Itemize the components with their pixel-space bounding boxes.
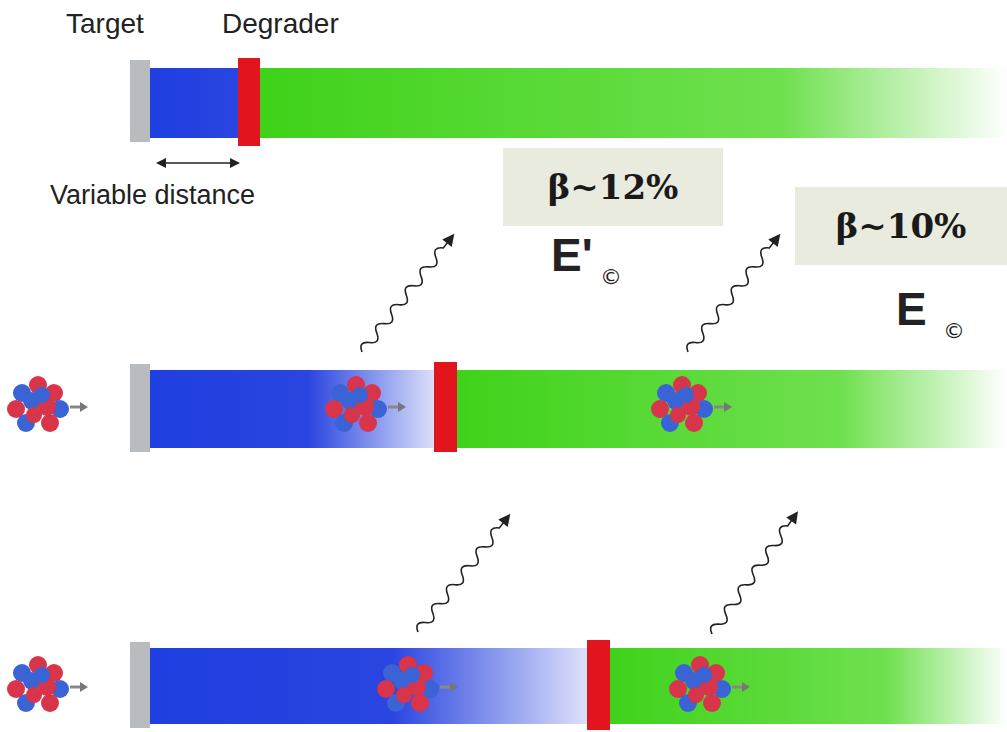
energy-subscript: © (943, 318, 965, 343)
energy-symbol: E (896, 282, 927, 336)
target-label: Target (66, 8, 144, 40)
energy-subscript: © (600, 264, 622, 289)
value-box: β~10% (795, 187, 1007, 265)
degrader-label: Degrader (222, 8, 339, 40)
velocity-value: β~10% (795, 206, 1007, 246)
value-box: β~12% (503, 148, 723, 226)
distance-label: Variable distance (50, 180, 255, 211)
velocity-value: β~12% (503, 167, 723, 207)
energy-symbol: E' (551, 228, 593, 282)
